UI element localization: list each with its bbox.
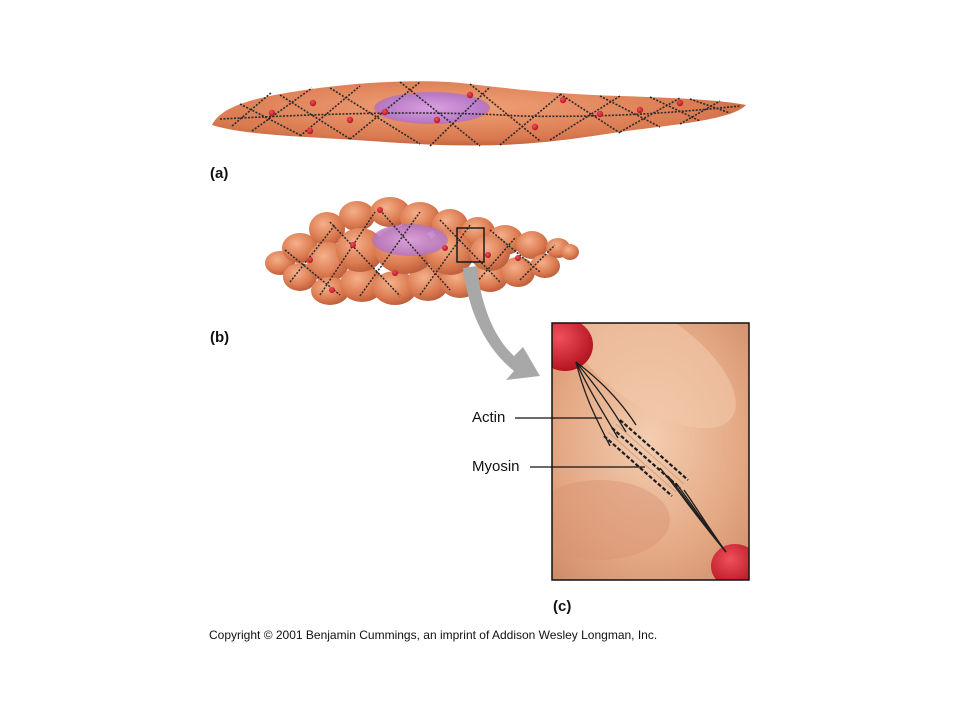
contracted-cell-lobes: [265, 197, 579, 305]
copyright-notice: Copyright © 2001 Benjamin Cummings, an i…: [209, 628, 658, 642]
filament-inset: [551, 322, 750, 581]
panel-label-a: (a): [210, 165, 229, 182]
panel-label-c: (c): [553, 598, 572, 615]
actin-filaments: [575, 361, 727, 553]
actin-label: Actin: [472, 409, 506, 426]
myosin-filaments: [603, 419, 689, 497]
relaxed-muscle-cell: [212, 81, 746, 147]
zoom-region-box: [456, 227, 485, 263]
relaxed-filament-network: [219, 81, 741, 147]
relaxed-dense-bodies: [268, 91, 684, 135]
dense-body-top: [552, 323, 593, 371]
inset-border: [551, 322, 750, 581]
contracted-filament-network: [284, 209, 556, 297]
panel-label-b: (b): [210, 329, 230, 346]
contracted-nucleus: [372, 224, 448, 256]
dense-body-bottom: [711, 544, 749, 580]
contracted-muscle-cell: [265, 197, 579, 305]
zoom-arrow-icon: [463, 266, 540, 380]
myosin-label: Myosin: [472, 458, 520, 475]
